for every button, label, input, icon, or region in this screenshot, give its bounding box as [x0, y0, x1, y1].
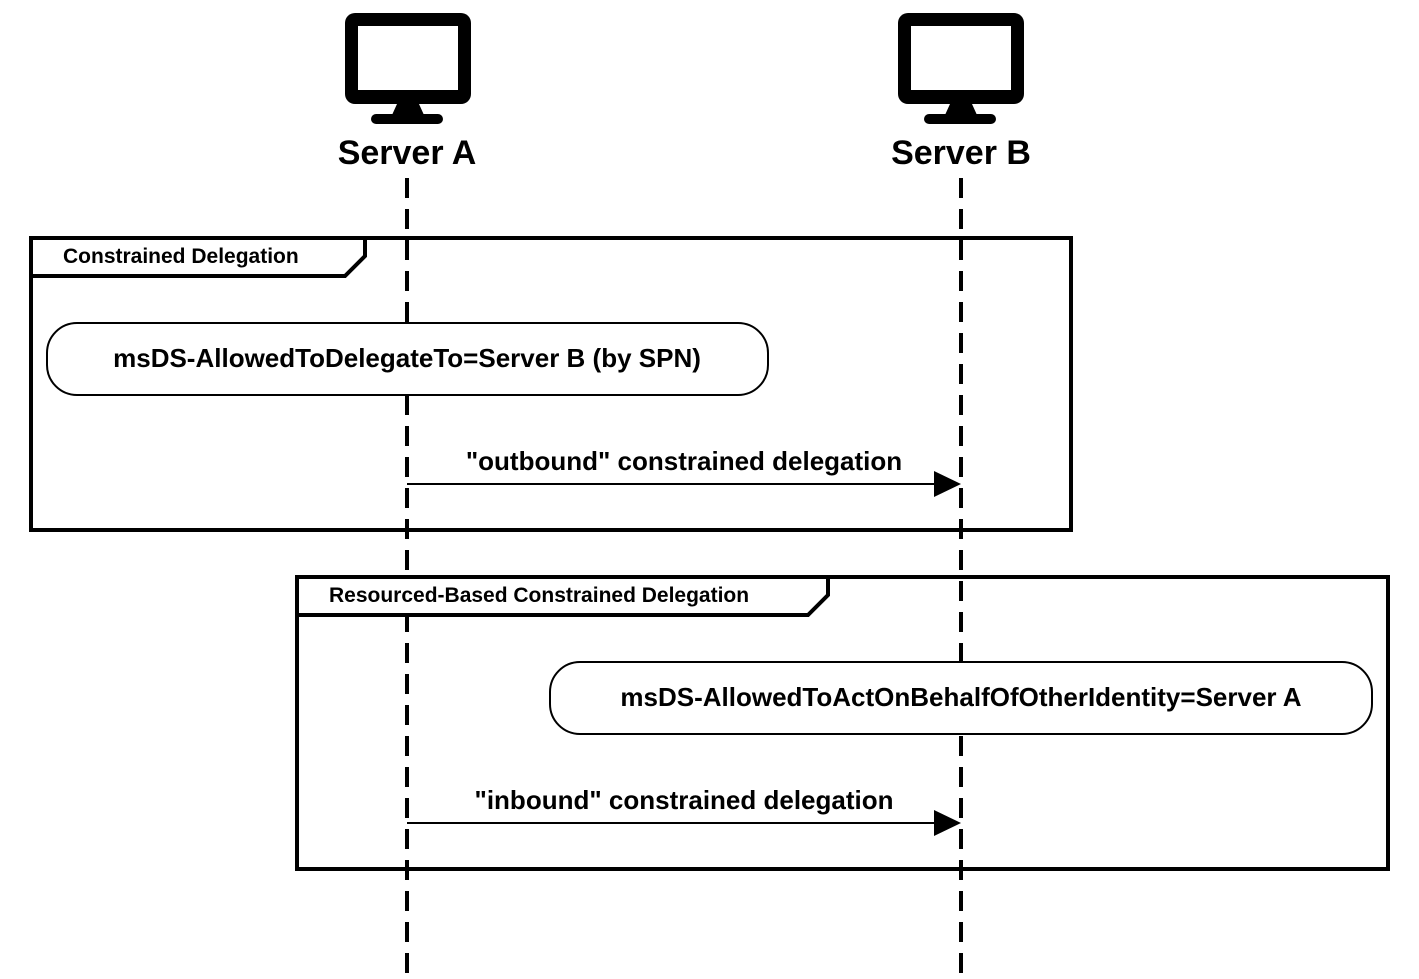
participant-label-server-a: Server A	[338, 134, 477, 172]
participant-server-a: Server A	[338, 13, 477, 172]
frame-border	[295, 575, 1390, 871]
arrowhead-icon	[934, 471, 961, 497]
monitor-icon	[898, 13, 1024, 124]
arrowhead-icon	[934, 810, 961, 836]
frame-border	[29, 236, 1073, 532]
frame-label: Constrained Delegation	[63, 245, 299, 268]
participant-server-b: Server B	[891, 13, 1031, 172]
frame-label-tab	[295, 575, 830, 617]
frame-label: Resourced-Based Constrained Delegation	[329, 584, 749, 607]
note-text: msDS-AllowedToDelegateTo=Server B (by SP…	[113, 343, 701, 373]
monitor-icon	[345, 13, 471, 124]
note-box	[46, 322, 769, 396]
message-label: "inbound" constrained delegation	[475, 785, 894, 815]
frame-label-tab	[29, 236, 367, 278]
message-label: "outbound" constrained delegation	[466, 446, 902, 476]
frame-constrained-delegation: Constrained Delegation msDS-AllowedToDel…	[29, 236, 1073, 532]
note-text: msDS-AllowedToActOnBehalfOfOtherIdentity…	[620, 682, 1301, 712]
participant-label-server-b: Server B	[891, 134, 1031, 172]
note-box	[549, 661, 1373, 735]
frame-resource-based-constrained-delegation: Resourced-Based Constrained Delegation m…	[295, 575, 1390, 871]
